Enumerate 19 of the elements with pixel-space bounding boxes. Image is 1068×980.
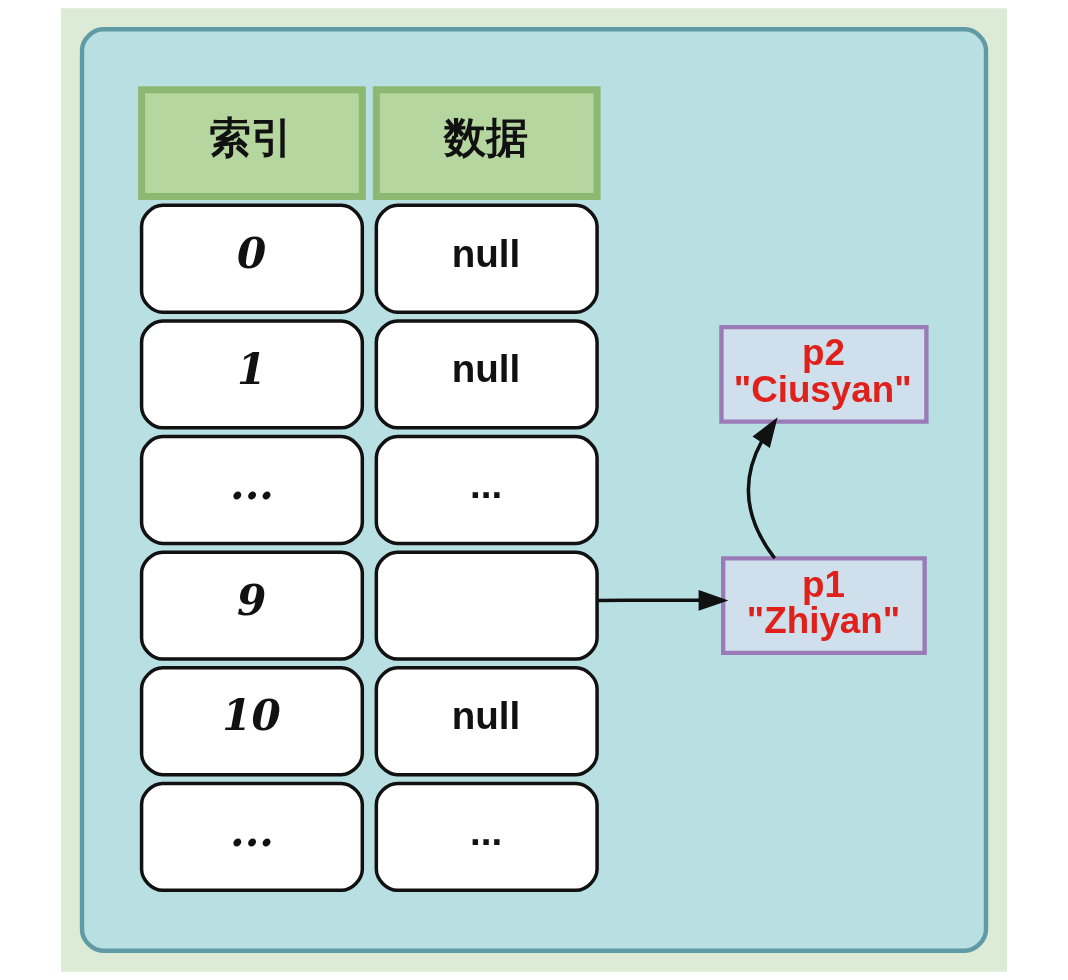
node-box: 1 xyxy=(139,319,365,430)
node-box: ... xyxy=(374,781,599,893)
node-box: 0 xyxy=(139,203,365,314)
node-box: null xyxy=(374,319,599,430)
node-box: p2 "Ciusyan" xyxy=(719,324,929,424)
node-box: ... xyxy=(374,434,599,546)
node-box: p1 "Zhiyan" xyxy=(721,556,927,656)
node-box: null xyxy=(374,666,599,777)
node-box: 索引 xyxy=(138,86,366,201)
node-box xyxy=(374,550,599,661)
cluster xyxy=(79,27,989,953)
node-box: null xyxy=(374,203,599,314)
arrow xyxy=(746,417,778,560)
node-box: ... xyxy=(139,781,365,893)
node-box: ... xyxy=(139,434,365,546)
node-box: 10 xyxy=(139,666,365,777)
node-box: 数据 xyxy=(372,86,601,201)
arrow xyxy=(597,589,729,611)
node-box: 9 xyxy=(139,550,365,661)
